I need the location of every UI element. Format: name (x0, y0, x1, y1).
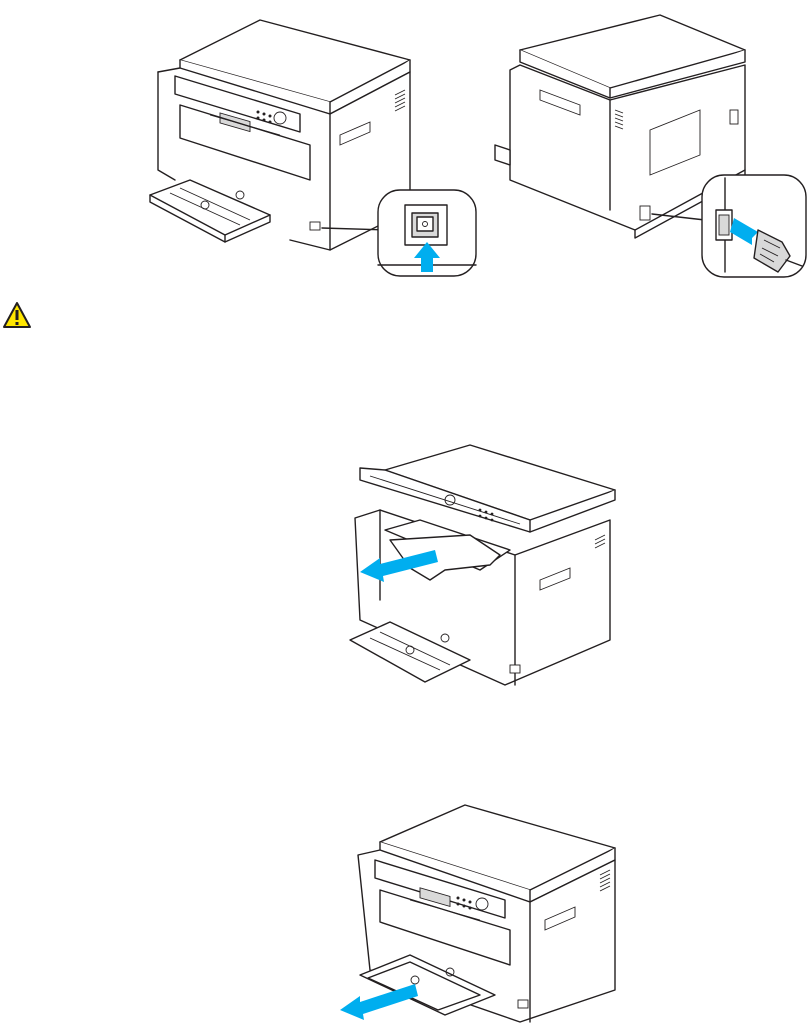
printer-open-scanner-illustration (350, 445, 615, 685)
pull-out-arrow (340, 984, 418, 1020)
warning-triangle-icon (2, 301, 32, 329)
printer-front-tray-illustration (340, 805, 615, 1022)
printer-jam-removal-figure (340, 440, 630, 690)
printer-tray-removal-figure (330, 800, 630, 1023)
printer-front-illustration (150, 20, 410, 250)
printer-power-cord-figure (490, 10, 810, 280)
power-switch-closeup (378, 190, 476, 276)
power-cord-closeup (702, 175, 806, 277)
printer-power-switch-figure (140, 10, 480, 280)
